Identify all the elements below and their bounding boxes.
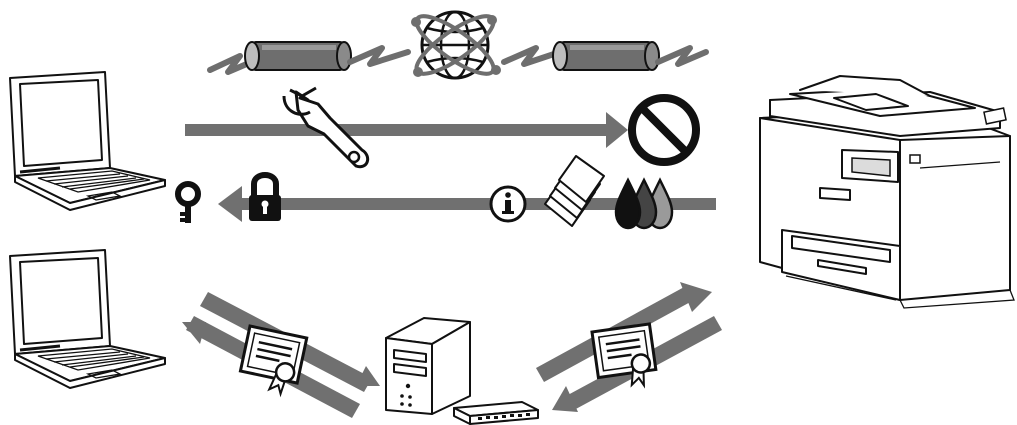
paper-stack-icon: [544, 155, 605, 227]
certificate-icon: [238, 324, 309, 398]
key-icon: [175, 181, 201, 223]
laptop-icon: [9, 71, 166, 211]
network-signal-line-mid-right: [501, 45, 563, 67]
laptop-icon: [9, 249, 166, 389]
wrench-icon: [282, 86, 370, 169]
network-cable-icon: [552, 41, 660, 71]
network-signal-line-right: [655, 45, 709, 67]
internet-globe-icon: [411, 10, 501, 80]
info-icon: [489, 185, 527, 223]
network-signal-line-mid-left: [347, 45, 411, 67]
access-arrow-blocked: [185, 112, 628, 148]
network-switch-icon: [453, 401, 539, 425]
certificate-icon: [590, 322, 658, 389]
network-cable-icon: [244, 41, 352, 71]
server-tower-icon: [385, 317, 471, 415]
printer-icon: [759, 75, 1015, 309]
network-signal-line-left: [207, 53, 259, 75]
padlock-icon: [249, 172, 281, 221]
ink-drops-icon: [614, 177, 674, 230]
internet-connection: [207, 10, 709, 80]
status-arrow: [218, 186, 716, 222]
prohibited-icon: [628, 94, 700, 166]
